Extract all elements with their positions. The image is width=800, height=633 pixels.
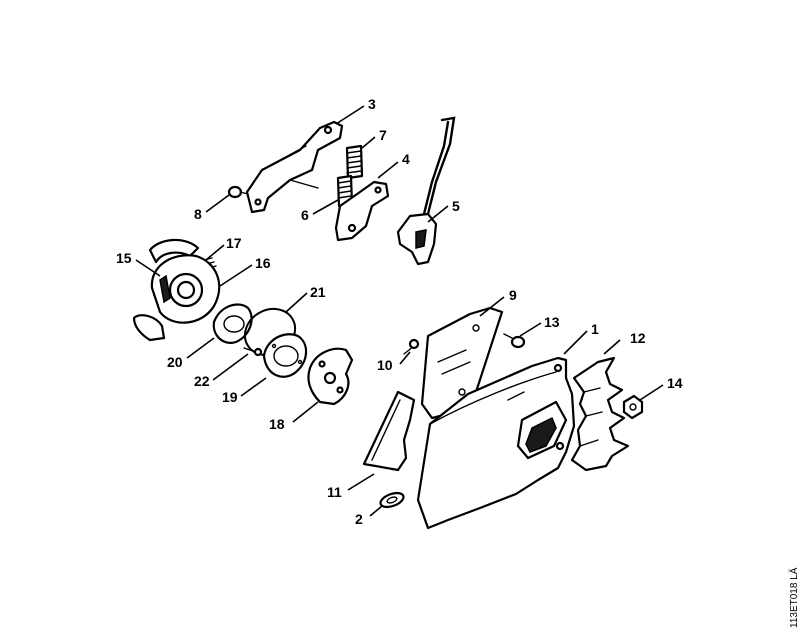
callout-20: 20	[167, 354, 183, 370]
callout-15: 15	[116, 250, 132, 266]
callout-10: 10	[377, 357, 393, 373]
part-10-screw	[403, 338, 420, 355]
callout-19: 19	[222, 389, 238, 405]
callout-11: 11	[327, 484, 342, 500]
part-11-guard	[362, 390, 416, 472]
part-8-screw	[227, 185, 249, 199]
part-20-plate	[212, 303, 253, 344]
callout-14: 14	[667, 375, 683, 391]
part-3-bracket	[245, 120, 344, 214]
callout-2: 2	[355, 511, 363, 527]
part-1-sprocket-cover	[416, 356, 576, 530]
part-14-nut	[622, 394, 644, 420]
part-22-pin	[243, 347, 263, 357]
part-13-screw	[503, 333, 526, 349]
callout-16: 16	[255, 255, 271, 271]
callout-4: 4	[402, 151, 410, 167]
callout-17: 17	[226, 235, 242, 251]
part-19-gasket	[262, 333, 308, 378]
callout-13: 13	[544, 314, 560, 330]
callout-7: 7	[379, 127, 387, 143]
part-7-spring	[345, 144, 364, 180]
callout-18: 18	[269, 416, 285, 432]
callout-5: 5	[452, 198, 460, 214]
part-18-cover	[307, 347, 354, 406]
drawing-code: 113ET018 LÄ	[788, 567, 800, 628]
part-4-lever	[334, 180, 390, 242]
callout-6: 6	[301, 207, 309, 223]
callout-12: 12	[630, 330, 646, 346]
callout-labels: 3 7 4 5 6 8 15 17 16 21 20 22 19 18 9 13…	[116, 96, 683, 527]
part-2-washer	[379, 491, 405, 509]
part-16-clutch	[150, 254, 221, 324]
part-12-bumper	[570, 356, 630, 472]
callout-3: 3	[368, 96, 376, 112]
callout-22: 22	[194, 373, 210, 389]
leader-lines	[135, 105, 664, 517]
callout-1: 1	[591, 321, 599, 337]
callout-8: 8	[194, 206, 202, 222]
callout-9: 9	[509, 287, 517, 303]
part-5-rod	[396, 116, 456, 266]
callout-21: 21	[310, 284, 326, 300]
